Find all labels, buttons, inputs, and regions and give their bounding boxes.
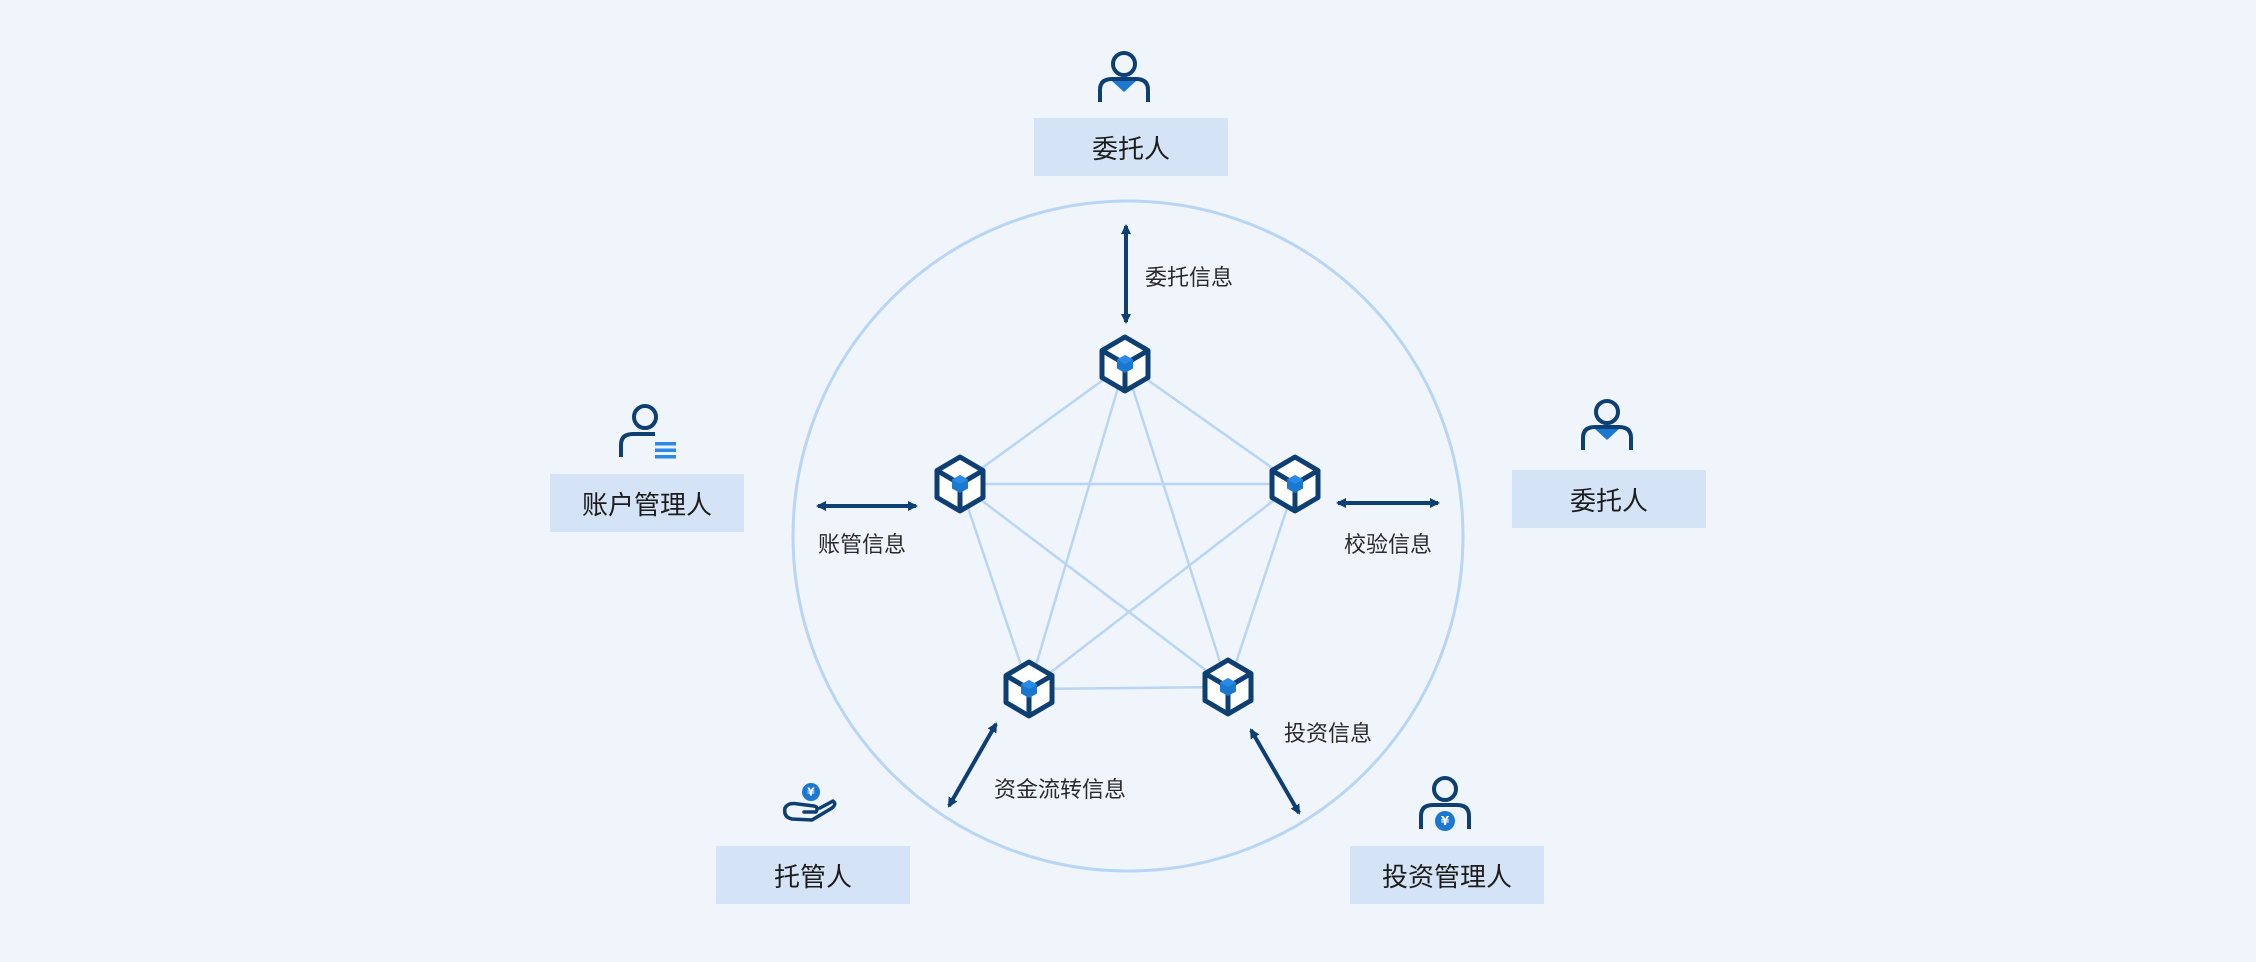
person-tie-icon [1581,399,1633,452]
mesh-line-right-bottomright [1226,483,1297,688]
role-label: 委托人 [1569,486,1648,517]
mesh-line-left-top [959,362,1126,486]
arrow-bottom-right [1249,728,1301,815]
cube-node-icon [1102,337,1148,391]
mesh-line-top-bottomright [1123,363,1230,688]
outer-ring [791,199,1465,873]
cube-node-icon [1006,662,1052,716]
role-label: 委托人 [1091,134,1170,165]
person-coin-icon [1419,776,1471,831]
currency-glyph: ¥ [807,786,815,799]
cube-node-icon [937,457,983,511]
cube-node-icon [1272,457,1318,511]
flow-label-bottom-right: 投资信息 [1284,722,1373,747]
currency-glyph: ¥ [1441,814,1450,828]
mesh-line-right-bottomleft [1028,483,1296,690]
role-label: 账户管理人 [581,490,712,521]
mesh-line-bottomleft-left [958,483,1031,690]
role-box-left: 账户管理人 [550,474,744,532]
arrow-bottom-left [947,722,998,808]
role-label: 投资管理人 [1381,862,1512,893]
hand-coin-icon [782,783,837,822]
mesh-line-top-right [1124,362,1296,486]
flow-label-bottom-left: 资金流转信息 [994,778,1127,803]
flow-label-right: 校验信息 [1344,533,1433,558]
mesh-line-bottomright-bottomleft [1028,685,1229,691]
person-tie-icon [1098,51,1150,104]
role-box-bottom-right: 投资管理人 [1350,846,1544,904]
person-list-icon [619,404,676,459]
role-box-right: 委托人 [1512,470,1706,528]
mesh-line-left-bottomright [959,483,1229,688]
mesh-line-top-bottomleft [1027,363,1127,690]
flow-label-left: 账管信息 [818,533,907,558]
role-box-top: 委托人 [1034,118,1228,176]
role-box-bottom-left: 托管人 [716,846,910,904]
node-mesh [958,362,1297,691]
cube-node-icon [1205,660,1251,714]
flow-label-top: 委托信息 [1145,266,1234,291]
role-label: 托管人 [773,862,852,893]
